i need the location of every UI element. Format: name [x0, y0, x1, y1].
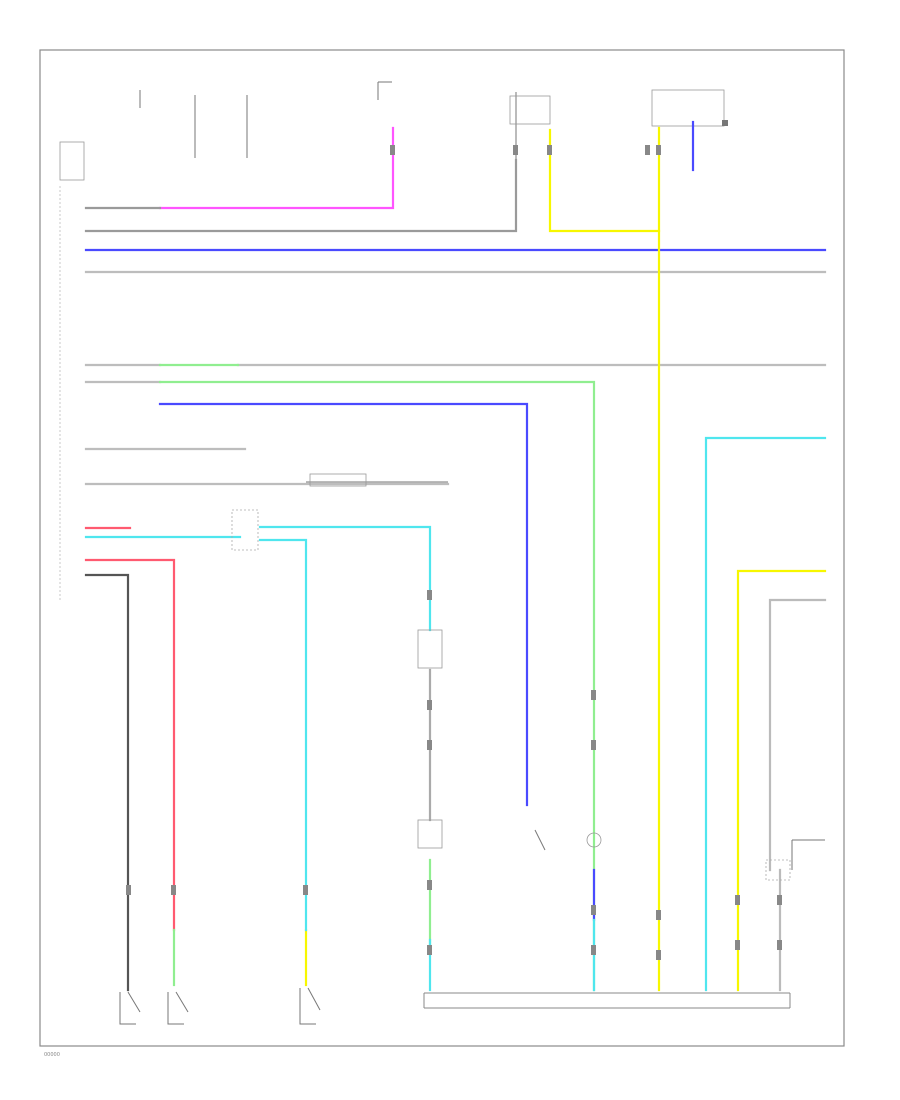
wire-green-main [158, 380, 596, 992]
right-component [765, 598, 827, 992]
wire-cyan-down [258, 538, 308, 932]
wire-cyan-mid [258, 525, 432, 632]
ground-bus [423, 992, 791, 1009]
left-connector-block [59, 141, 85, 600]
wire-yellow-left [548, 128, 661, 233]
top-component-leads [139, 81, 728, 160]
gray-wires [84, 158, 827, 486]
page-code: 00000 [44, 1052, 60, 1058]
bottom-left-switches [119, 987, 321, 1025]
wire-blue-down [158, 402, 529, 807]
diagram-frame [39, 49, 845, 1047]
connector-marks [126, 145, 782, 960]
wire-red-main [84, 558, 176, 932]
gray-center-wires [231, 473, 602, 851]
wire-cyan-right [704, 436, 827, 992]
wire-black-main [84, 573, 130, 992]
wire-yellow-right [736, 569, 827, 992]
